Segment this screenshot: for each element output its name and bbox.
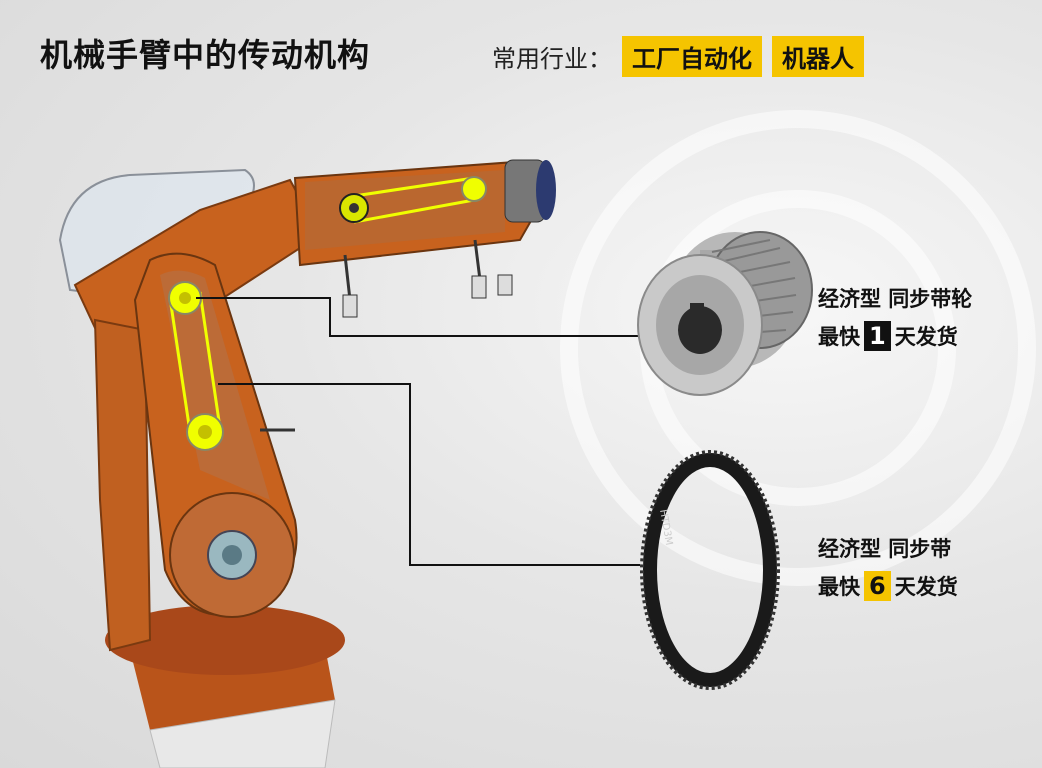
belt-type-label: 经济型 同步带 bbox=[818, 537, 952, 561]
timing-pulley-image bbox=[637, 231, 813, 396]
industry-label: 常用行业： bbox=[492, 45, 612, 73]
timing-belt-image: HTD3M bbox=[640, 450, 780, 690]
pulley-delivery-days: 1 bbox=[864, 321, 891, 351]
belt-delivery-days: 6 bbox=[864, 571, 891, 601]
callout-line-belt bbox=[218, 383, 640, 566]
pulley-type-label: 经济型 同步带轮 bbox=[818, 287, 973, 311]
robot-arm-image bbox=[58, 159, 556, 768]
callout-line-pulley bbox=[196, 297, 640, 337]
industry-tag-factory-automation: 工厂自动化 bbox=[622, 36, 762, 77]
industry-tags: 常用行业： 工厂自动化 机器人 bbox=[492, 36, 864, 77]
page-title: 机械手臂中的传动机构 bbox=[40, 36, 371, 74]
industry-tag-robot: 机器人 bbox=[772, 36, 864, 77]
